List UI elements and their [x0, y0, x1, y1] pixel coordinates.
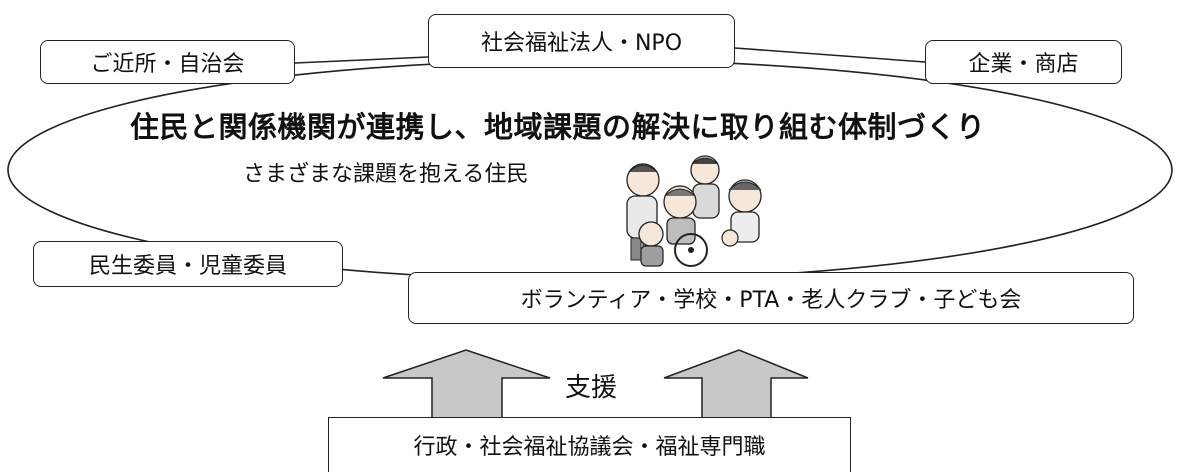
box-commissioners: 民生委員・児童委員: [33, 241, 343, 287]
subline: さまざまな課題を抱える住民: [243, 162, 529, 187]
box-social-welfare-label: 社会福祉法人・NPO: [480, 31, 683, 56]
box-commissioners-label: 民生委員・児童委員: [88, 254, 287, 279]
box-business-label: 企業・商店: [968, 52, 1079, 77]
box-administration: 行政・社会福祉協議会・福祉専門職: [328, 417, 851, 472]
box-neighborhood-label: ご近所・自治会: [90, 52, 245, 77]
up-arrow-icon: [382, 349, 551, 419]
connector-line-left: [294, 56, 429, 64]
box-volunteers-label: ボランティア・学校・PTA・老人クラブ・子ども会: [520, 288, 1022, 313]
support-label: 支援: [565, 373, 618, 403]
box-neighborhood: ご近所・自治会: [40, 40, 295, 84]
connector-line-right: [734, 47, 926, 63]
headline: 住民と関係機関が連携し、地域課題の解決に取り組む体制づくり: [130, 110, 986, 144]
box-social-welfare: 社会福祉法人・NPO: [428, 14, 735, 68]
box-volunteers: ボランティア・学校・PTA・老人クラブ・子ども会: [408, 272, 1134, 324]
box-administration-label: 行政・社会福祉協議会・福祉専門職: [413, 435, 766, 460]
box-business: 企業・商店: [925, 40, 1122, 84]
up-arrow-icon: [663, 349, 809, 419]
residents-illustration: [626, 155, 762, 267]
